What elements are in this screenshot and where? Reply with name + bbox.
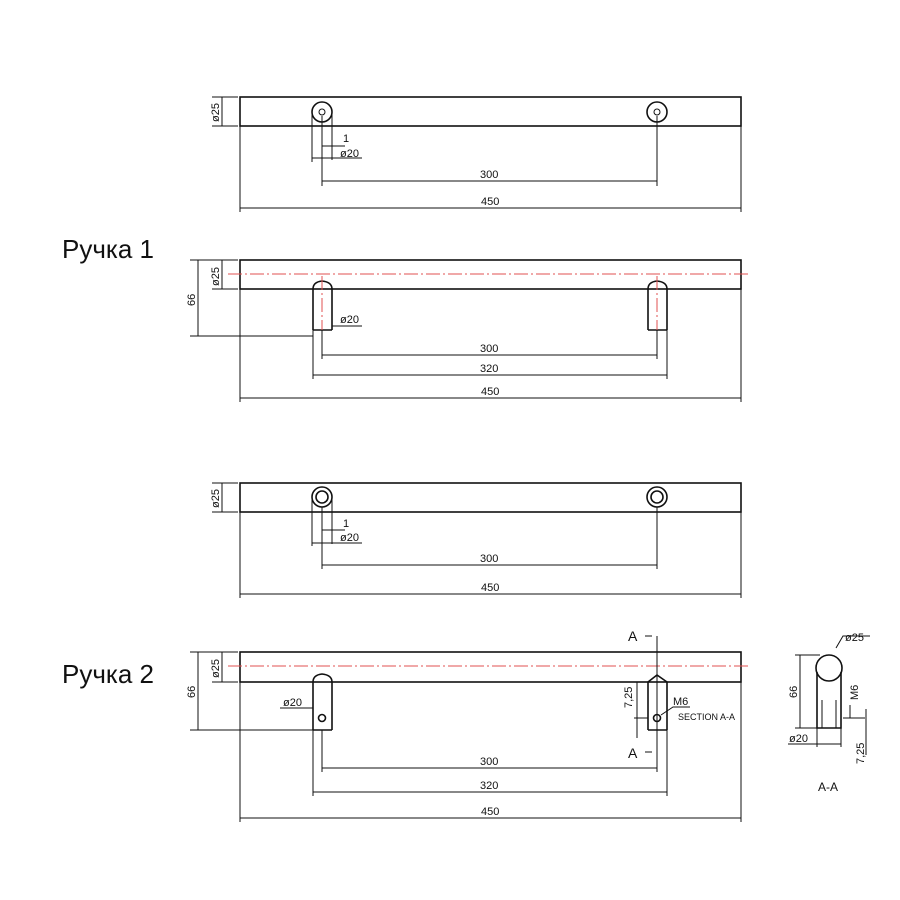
dim-66: 66 — [186, 294, 198, 306]
handle1-front-view: ø25 66 ø20 300 320 450 — [186, 259, 748, 402]
dim-d20: ø20 — [340, 314, 359, 326]
dim-450: 450 — [481, 196, 499, 208]
dim-7-25: 7,25 — [623, 687, 635, 708]
dim-1: 1 — [343, 133, 349, 145]
handle1-top-view: ø25 1 ø20 300 450 — [210, 96, 742, 212]
dim-450: 450 — [481, 806, 499, 818]
dim-300: 300 — [480, 756, 498, 768]
dim-d25: ø25 — [210, 267, 222, 286]
handle1-label: Ручка 1 — [62, 234, 154, 264]
handle2-top-view: ø25 1 ø20 300 450 — [210, 482, 742, 598]
dim-d20: ø20 — [340, 532, 359, 544]
section-marker-bottom: A — [628, 745, 638, 761]
section-a-a-view: ø25 66 ø20 M6 7,25 A-A — [788, 632, 870, 794]
section-title: A-A — [818, 780, 838, 794]
dim-1: 1 — [343, 518, 349, 530]
dim-d20: ø20 — [340, 148, 359, 160]
handle2-front-view: A A 7,25 M6 SECTION A-A ø25 66 ø20 300 3… — [186, 628, 748, 822]
section-note: SECTION A-A — [678, 712, 735, 722]
dim-300: 300 — [480, 169, 498, 181]
dim-66: 66 — [788, 686, 800, 698]
dim-m6: M6 — [849, 685, 861, 700]
dim-d25: ø25 — [210, 103, 222, 122]
dim-320: 320 — [480, 363, 498, 375]
dim-d25: ø25 — [845, 632, 864, 644]
dim-7-25: 7,25 — [855, 743, 867, 764]
dim-320: 320 — [480, 780, 498, 792]
dim-300: 300 — [480, 553, 498, 565]
section-marker-top: A — [628, 628, 638, 644]
dim-450: 450 — [481, 582, 499, 594]
dim-d25: ø25 — [210, 489, 222, 508]
dim-d25: ø25 — [210, 659, 222, 678]
dim-d20: ø20 — [283, 697, 302, 709]
handle2-label: Ручка 2 — [62, 659, 154, 689]
dim-450: 450 — [481, 386, 499, 398]
dim-d20: ø20 — [789, 733, 808, 745]
dim-300: 300 — [480, 343, 498, 355]
dim-66: 66 — [186, 686, 198, 698]
dim-m6: M6 — [673, 696, 688, 708]
